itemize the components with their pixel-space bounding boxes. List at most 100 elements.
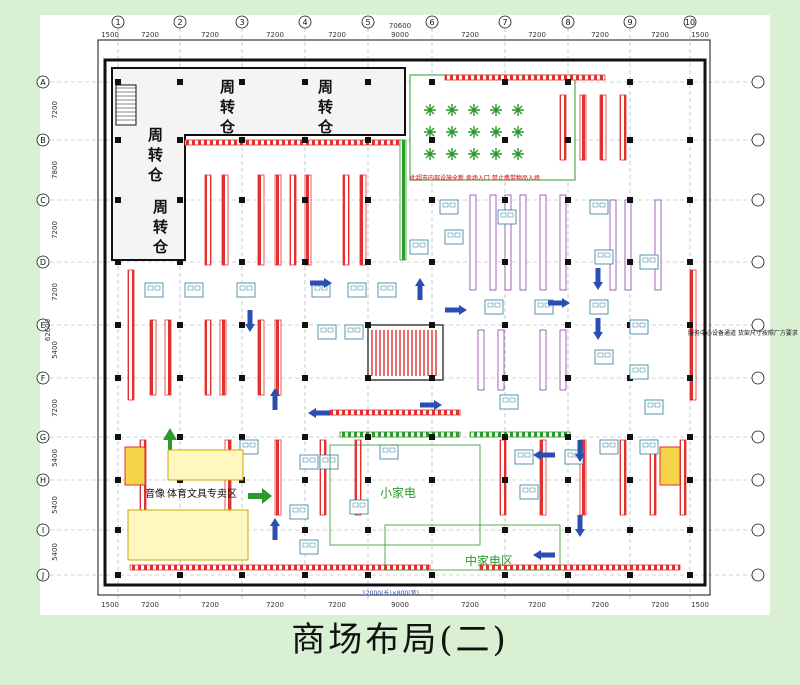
column: [115, 527, 121, 533]
flow-arrow: [270, 518, 280, 540]
dimension-total: 70600: [389, 22, 411, 30]
display-table-item: [604, 352, 611, 358]
axis-bubble: [425, 15, 439, 29]
axis-bubble: [683, 15, 697, 29]
outer-boundary: [97, 39, 711, 596]
mid-appliance-zone: [384, 524, 561, 571]
axis-label: 9: [627, 18, 632, 27]
shelf: [204, 174, 212, 266]
axis-label: G: [40, 433, 46, 442]
column: [115, 375, 121, 381]
column: [627, 79, 633, 85]
column: [565, 197, 571, 203]
flow-arrow: [533, 450, 555, 460]
display-table: [444, 229, 464, 245]
column: [365, 572, 371, 578]
flow-arrow: [445, 305, 467, 315]
flow-arrow: [593, 318, 603, 340]
shelf: [654, 199, 662, 291]
axis-label: D: [40, 258, 46, 267]
display-table-item: [537, 302, 544, 308]
shelving-units: [127, 74, 697, 571]
dimension-bottom: 1500: [691, 601, 709, 609]
dimension-top: 7200: [328, 31, 346, 39]
display-table-item: [529, 487, 536, 493]
fresh-stand: [512, 104, 524, 116]
column: [429, 434, 435, 440]
display-table-item: [322, 457, 329, 463]
storage-label: 转: [318, 98, 333, 116]
display-table-item: [602, 442, 609, 448]
column: [627, 527, 633, 533]
column: [302, 259, 308, 265]
display-table-item: [604, 252, 611, 258]
display-table-item: [147, 285, 154, 291]
fresh-stand: [512, 126, 524, 138]
column: [239, 79, 245, 85]
axis-label: 1: [115, 18, 120, 27]
axis-label: 8: [565, 18, 570, 27]
shelf: [624, 199, 632, 291]
dimension-left: 5400: [51, 341, 59, 359]
flow-arrow: [575, 515, 585, 537]
column: [177, 259, 183, 265]
dimension-total: 62600: [44, 319, 52, 341]
column: [177, 79, 183, 85]
column: [365, 477, 371, 483]
dimension-left: 5400: [51, 449, 59, 467]
display-table: [514, 449, 534, 465]
column: [115, 477, 121, 483]
column: [239, 375, 245, 381]
dimension-top: 7200: [461, 31, 479, 39]
dimension-top: 7200: [528, 31, 546, 39]
shelf: [519, 194, 527, 291]
column: [177, 434, 183, 440]
column: [687, 197, 693, 203]
flow-arrow: [245, 310, 255, 332]
shelf: [204, 319, 212, 396]
shelf: [479, 564, 681, 571]
axis-label: B: [40, 136, 46, 145]
shelf: [359, 174, 367, 266]
shelf: [579, 439, 587, 516]
dimension-left: 7200: [51, 283, 59, 301]
dimension-top: 7200: [141, 31, 159, 39]
shelf: [274, 174, 282, 266]
column: [302, 197, 308, 203]
display-table-item: [412, 242, 419, 248]
flow-arrow: [593, 268, 603, 290]
display-table: [379, 444, 399, 460]
cashier-area: [124, 446, 681, 561]
column: [502, 434, 508, 440]
column: [302, 572, 308, 578]
column: [429, 375, 435, 381]
display-table: [236, 282, 256, 298]
flow-arrow: [420, 400, 442, 410]
axis-bubble: [561, 15, 575, 29]
display-table: [499, 394, 519, 410]
display-table-item: [309, 542, 316, 548]
shelf: [164, 319, 172, 396]
column: [302, 477, 308, 483]
axis-bubble: [751, 193, 765, 207]
column: [177, 322, 183, 328]
shelf: [679, 439, 687, 516]
axis-label: I: [42, 526, 44, 535]
column: [115, 197, 121, 203]
flow-arrow: [415, 278, 425, 300]
column: [177, 197, 183, 203]
column: [565, 477, 571, 483]
shelf: [354, 439, 362, 516]
shelf: [579, 94, 587, 161]
column: [565, 375, 571, 381]
column: [502, 572, 508, 578]
fresh-stand: [468, 148, 480, 160]
axis-bubble: [235, 15, 249, 29]
axis-bubble: [36, 568, 50, 582]
storage-label: 仓: [317, 118, 334, 136]
column: [627, 572, 633, 578]
storage-label: 周: [318, 78, 333, 96]
display-table-item: [597, 252, 604, 258]
column: [365, 259, 371, 265]
display-table-item: [380, 285, 387, 291]
